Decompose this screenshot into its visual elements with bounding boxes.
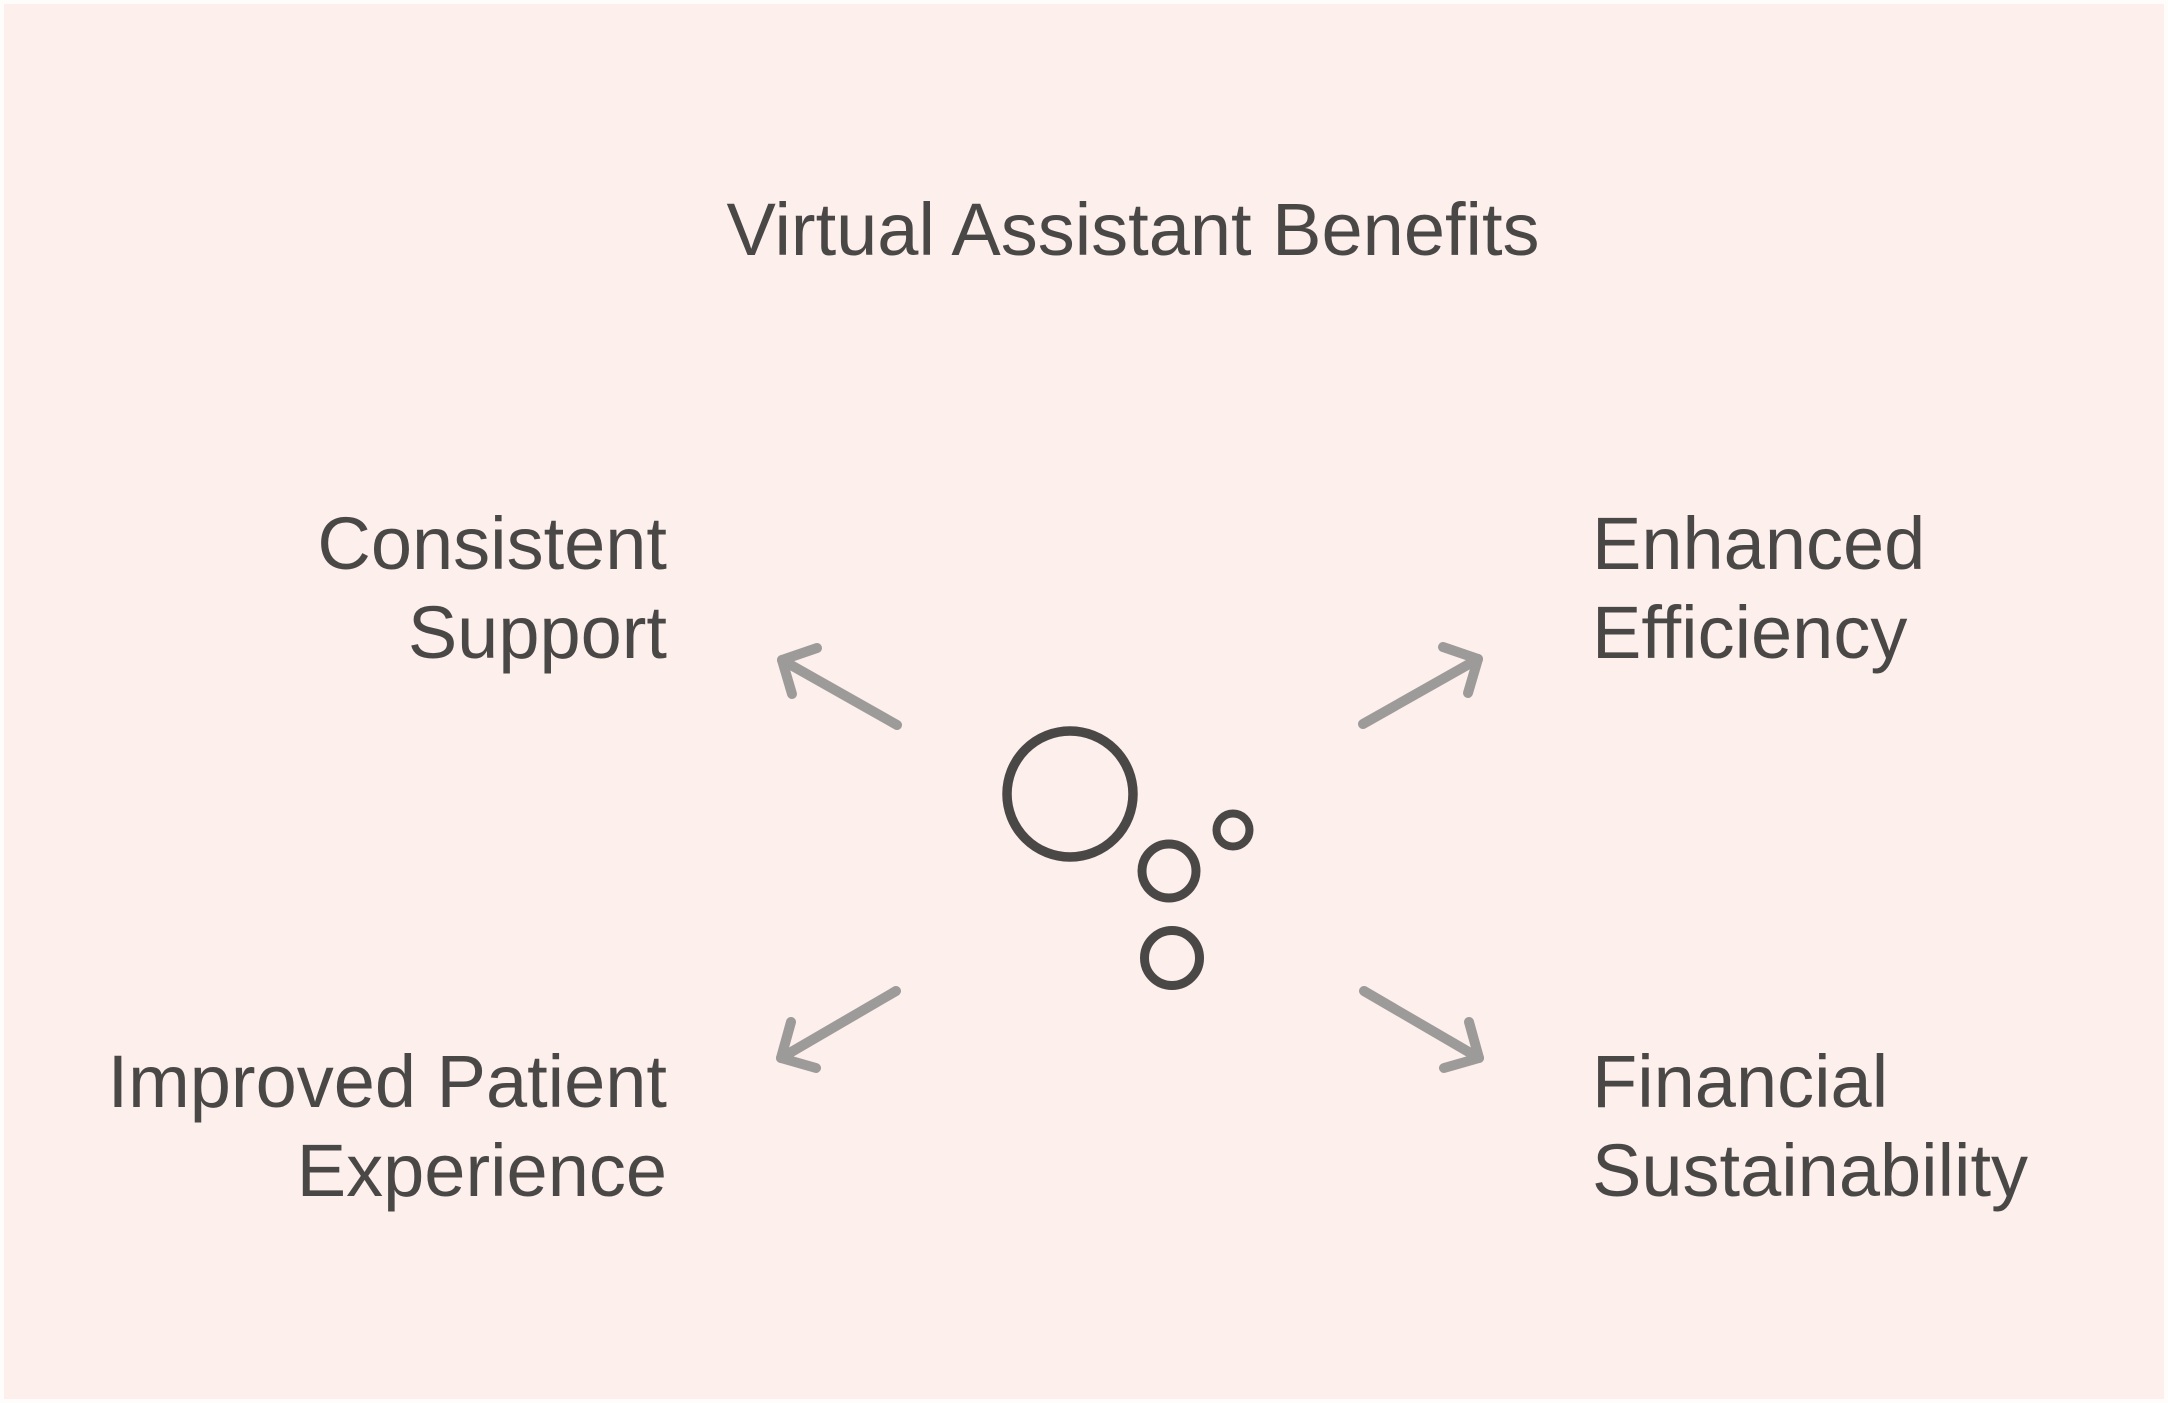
bubble-bottom-circle bbox=[1140, 926, 1204, 990]
arrow-shaft bbox=[777, 655, 902, 730]
benefit-label-line: Improved Patient bbox=[107, 1040, 667, 1123]
benefit-label-line: Enhanced bbox=[1592, 502, 1926, 585]
arrow-shaft bbox=[776, 986, 901, 1063]
arrow-top-right bbox=[1358, 642, 1483, 729]
bubble-large-circle bbox=[1002, 726, 1138, 862]
benefit-label-improved-patient-experience: Improved Patient Experience bbox=[108, 1038, 667, 1216]
arrow-head bbox=[777, 643, 822, 699]
benefit-label-line: Sustainability bbox=[1592, 1128, 2029, 1212]
arrow-bottom-right bbox=[1359, 986, 1484, 1073]
bubble-medium-circle bbox=[1137, 839, 1201, 903]
arrow-top-left bbox=[777, 643, 902, 730]
benefit-label-consistent-support: Consistent Support bbox=[317, 500, 667, 678]
benefit-label-line: Experience bbox=[296, 1128, 667, 1212]
benefit-label-enhanced-efficiency: Enhanced Efficiency bbox=[1592, 500, 1925, 678]
arrow-head bbox=[1439, 1017, 1484, 1073]
benefit-label-line: Financial bbox=[1592, 1040, 1889, 1123]
benefit-label-line: Efficiency bbox=[1592, 590, 1908, 674]
arrow-bottom-left bbox=[776, 986, 901, 1073]
diagram-title: Virtual Assistant Benefits bbox=[726, 188, 1540, 271]
arrow-shaft bbox=[1358, 654, 1483, 729]
bubble-small-circle bbox=[1212, 809, 1254, 851]
arrow-shaft bbox=[1359, 986, 1484, 1063]
benefit-label-line: Support bbox=[407, 590, 667, 674]
arrow-head bbox=[1438, 642, 1483, 698]
arrow-head bbox=[776, 1017, 821, 1073]
benefit-label-line: Consistent bbox=[317, 502, 667, 585]
bubbles-icon bbox=[1002, 726, 1254, 990]
benefit-label-financial-sustainability: Financial Sustainability bbox=[1592, 1038, 2028, 1216]
